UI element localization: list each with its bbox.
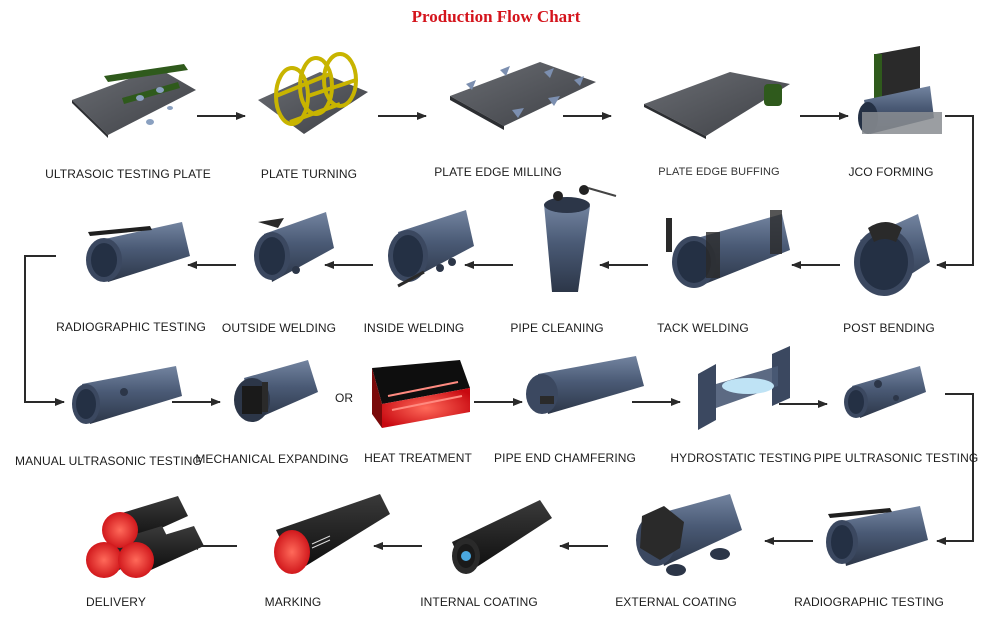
mechanical-expanding-illustration	[234, 360, 318, 422]
step-label-internal-coating: INTERNAL COATING	[420, 595, 538, 609]
pipe-ultrasonic-illustration	[844, 366, 926, 418]
step-label-pipe-ultrasonic-testing: PIPE ULTRASONIC TESTING	[813, 451, 979, 465]
plate-turning-illustration	[258, 52, 368, 134]
step-label-hydrostatic-testing: HYDROSTATIC TESTING	[670, 451, 812, 465]
plate-edge-milling-illustration	[450, 62, 596, 130]
step-label-pipe-cleaning: PIPE CLEANING	[510, 321, 604, 335]
arrow-17-18	[936, 393, 974, 545]
manual-ultrasonic-illustration	[72, 366, 182, 424]
inside-welding-illustration	[388, 210, 474, 288]
radiographic-testing-illustration-2	[826, 506, 928, 566]
step-label-mechanical-expanding: MECHANICAL EXPANDING	[195, 452, 349, 466]
or-connector-label: OR	[335, 391, 353, 405]
jco-forming-illustration	[858, 46, 942, 134]
chart-title: Production Flow Chart	[411, 7, 581, 26]
step-label-radiographic-testing-2: RADIOGRAPHIC TESTING	[794, 595, 944, 609]
marking-illustration	[274, 494, 390, 574]
step-label-jco-forming: JCO FORMING	[848, 165, 934, 179]
step-label-heat-treatment: HEAT TREATMENT	[364, 451, 472, 465]
step-label-inside-welding: INSIDE WELDING	[363, 321, 465, 335]
step-label-plate-turning: PLATE TURNING	[260, 167, 358, 181]
step-label-tack-welding: TACK WELDING	[657, 321, 749, 335]
pipe-end-chamfering-illustration	[526, 356, 644, 414]
step-label-ultrasonic-testing-plate: ULTRASOIC TESTING PLATE	[45, 167, 211, 181]
ultrasonic-plate-illustration	[72, 64, 196, 138]
radiographic-testing-illustration-1	[86, 222, 190, 282]
step-label-plate-edge-buffing: PLATE EDGE BUFFING	[658, 166, 780, 178]
tack-welding-illustration	[666, 210, 790, 288]
step-label-outside-welding: OUTSIDE WELDING	[221, 321, 337, 335]
step-label-plate-edge-milling: PLATE EDGE MILLING	[434, 165, 562, 179]
heat-treatment-illustration	[372, 360, 470, 428]
step-label-delivery: DELIVERY	[86, 595, 146, 609]
post-bending-illustration	[854, 214, 930, 296]
step-label-post-bending: POST BENDING	[843, 321, 935, 335]
delivery-illustration	[86, 496, 204, 578]
arrow-5-6	[936, 115, 974, 269]
step-label-manual-ultrasonic-testing: MANUAL ULTRASONIC TESTING	[15, 454, 202, 468]
step-label-marking: MARKING	[264, 595, 322, 609]
outside-welding-illustration	[254, 212, 334, 282]
pipe-cleaning-illustration	[544, 185, 617, 292]
step-label-radiographic-testing-1: RADIOGRAPHIC TESTING	[56, 320, 206, 334]
arrow-11-12	[24, 255, 65, 406]
step-label-external-coating: EXTERNAL COATING	[615, 595, 737, 609]
hydrostatic-testing-illustration	[698, 346, 790, 430]
step-label-pipe-end-chamfering: PIPE END CHAMFERING	[494, 451, 636, 465]
plate-edge-buffing-illustration	[644, 72, 790, 139]
internal-coating-illustration	[452, 500, 552, 574]
external-coating-illustration	[636, 494, 742, 576]
